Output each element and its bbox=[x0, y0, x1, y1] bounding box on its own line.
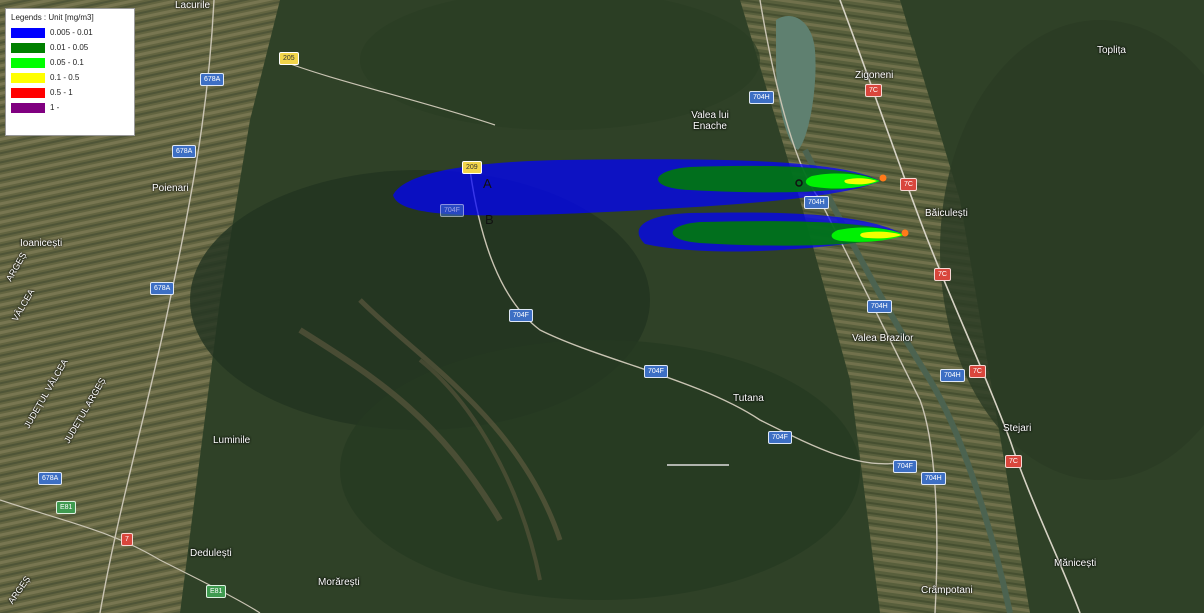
road-shield-205: 205 bbox=[279, 52, 299, 65]
plume-label-a: A bbox=[483, 176, 492, 191]
place-valea-brazilor: Valea Brazilor bbox=[852, 333, 914, 344]
legend-title: Legends : Unit [mg/m3] bbox=[11, 13, 94, 22]
legend-range: 0.1 - 0.5 bbox=[50, 73, 80, 82]
legend-row: 0.005 - 0.01 bbox=[11, 25, 129, 40]
road-shield-704h: 704H bbox=[940, 369, 965, 382]
plume-label-b: B bbox=[485, 212, 494, 227]
place-lacurile: Lacurile bbox=[175, 0, 211, 11]
legend-swatch bbox=[11, 57, 45, 68]
road-shield-704h: 704H bbox=[921, 472, 946, 485]
road-shield-678a: 678A bbox=[150, 282, 175, 295]
road-shield-704f: 704F bbox=[644, 365, 668, 378]
place-manicesti: Mănicești bbox=[1054, 558, 1097, 569]
legend-swatch bbox=[11, 42, 45, 53]
legend-range: 0.01 - 0.05 bbox=[50, 43, 89, 52]
place-toplita: Toplița bbox=[1097, 45, 1126, 56]
legend-range: 0.005 - 0.01 bbox=[50, 28, 93, 37]
road-shield-7c: 7C bbox=[1005, 455, 1022, 468]
legend-row: 1 - bbox=[11, 100, 129, 115]
legend-row: 0.1 - 0.5 bbox=[11, 70, 129, 85]
road-shield-678a: 678A bbox=[38, 472, 63, 485]
plume-b bbox=[638, 212, 909, 252]
road-shield-704h: 704H bbox=[749, 91, 774, 104]
road-shield-7c: 7C bbox=[900, 178, 917, 191]
place-luminile: Luminile bbox=[213, 435, 251, 446]
road-shield-704f: 704F bbox=[893, 460, 917, 473]
place-ioanicesti: Ioanicești bbox=[20, 238, 63, 249]
plume-a bbox=[393, 159, 887, 216]
road-shield-704h: 704H bbox=[867, 300, 892, 313]
road-shield-209: 209 bbox=[462, 161, 482, 174]
place-morarest: Morărești bbox=[318, 577, 360, 588]
legend-range: 1 - bbox=[50, 103, 60, 112]
legend-swatch bbox=[11, 27, 45, 38]
place-baiculesti: Băiculești bbox=[925, 208, 968, 219]
place-valea-lui-enache: Valea lui Enache bbox=[691, 110, 729, 132]
legend-swatch bbox=[11, 87, 45, 98]
legend-range: 0.05 - 0.1 bbox=[50, 58, 84, 67]
road-shield-704f: 704F bbox=[440, 204, 464, 217]
place-crampotani: Crâmpotani bbox=[921, 585, 973, 596]
road-shield-7c: 7C bbox=[969, 365, 986, 378]
legend-swatch bbox=[11, 72, 45, 83]
road-shield-7: 7 bbox=[121, 533, 133, 546]
place-dedulesti: Dedulești bbox=[190, 548, 232, 559]
place-tutana: Tutana bbox=[733, 393, 764, 404]
road-shield-704f: 704F bbox=[509, 309, 533, 322]
road-shield-678a: 678A bbox=[200, 73, 225, 86]
legend-range: 0.5 - 1 bbox=[50, 88, 73, 97]
legend-panel: Legends : Unit [mg/m3] 0.005 - 0.01 0.01… bbox=[5, 8, 135, 136]
place-zigoneni: Zigoneni bbox=[855, 70, 894, 81]
road-shield-678a: 678A bbox=[172, 145, 197, 158]
road-shield-e81: E81 bbox=[206, 585, 227, 598]
place-poienari: Poienari bbox=[152, 183, 189, 194]
place-stejari: Stejari bbox=[1003, 423, 1032, 434]
legend-row: 0.05 - 0.1 bbox=[11, 55, 129, 70]
legend-row: 0.01 - 0.05 bbox=[11, 40, 129, 55]
legend-swatch bbox=[11, 102, 45, 113]
road-shield-7c: 7C bbox=[865, 84, 882, 97]
road-shield-e81: E81 bbox=[56, 501, 77, 514]
road-shield-704h: 704H bbox=[804, 196, 829, 209]
road-shield-7c: 7C bbox=[934, 268, 951, 281]
road-shield-704f: 704F bbox=[768, 431, 792, 444]
legend-row: 0.5 - 1 bbox=[11, 85, 129, 100]
